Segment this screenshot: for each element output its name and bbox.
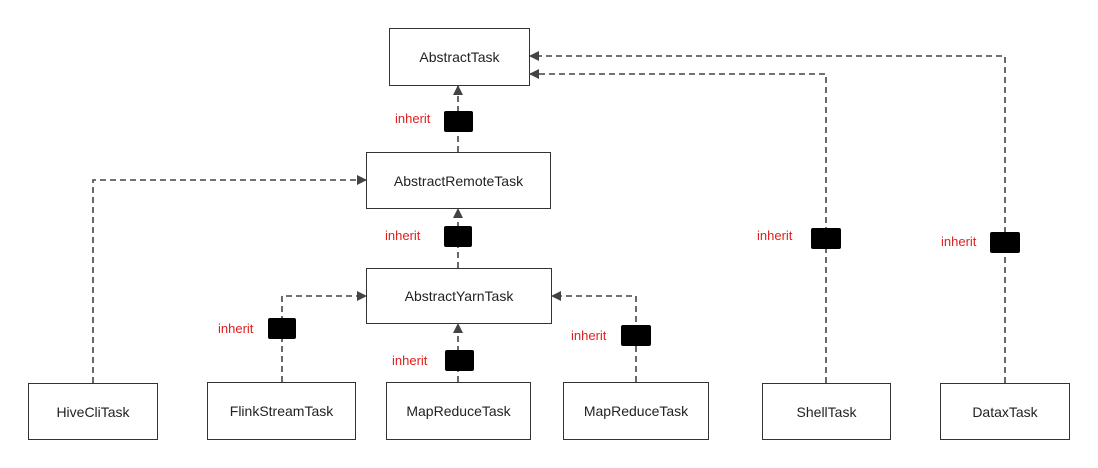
redaction-mask <box>621 325 651 346</box>
edge-hivecli-to-remote <box>92 175 367 383</box>
edge-label: inherit <box>218 321 254 336</box>
redaction-mask <box>445 350 474 371</box>
edge-shell-to-abstract <box>529 69 827 383</box>
shell-task-node[interactable]: ShellTask <box>762 383 891 440</box>
edge-label: inherit <box>385 228 421 243</box>
edge-label: inherit <box>395 111 431 126</box>
redaction-mask <box>990 232 1020 253</box>
hive-cli-task-node[interactable]: HiveCliTask <box>28 383 158 440</box>
redaction-mask <box>811 228 841 249</box>
edge-flink-to-yarn <box>281 291 367 382</box>
edge-label: inherit <box>571 328 607 343</box>
mapreduce-task-node-1[interactable]: MapReduceTask <box>386 382 531 440</box>
edge-label: inherit <box>941 234 977 249</box>
datax-task-node[interactable]: DataxTask <box>940 383 1070 440</box>
edge-datax-to-abstract <box>529 51 1006 383</box>
abstract-task-node[interactable]: AbstractTask <box>389 28 530 86</box>
flink-stream-task-node[interactable]: FlinkStreamTask <box>207 382 356 440</box>
edge-label: inherit <box>757 228 793 243</box>
abstract-yarn-task-node[interactable]: AbstractYarnTask <box>366 268 552 324</box>
redaction-mask <box>444 111 473 132</box>
edge-mapreduce2-to-yarn <box>551 291 637 382</box>
mapreduce-task-node-2[interactable]: MapReduceTask <box>563 382 709 440</box>
abstract-remote-task-node[interactable]: AbstractRemoteTask <box>366 152 551 209</box>
redaction-mask <box>268 318 296 339</box>
edge-label: inherit <box>392 353 428 368</box>
redaction-mask <box>444 226 472 247</box>
